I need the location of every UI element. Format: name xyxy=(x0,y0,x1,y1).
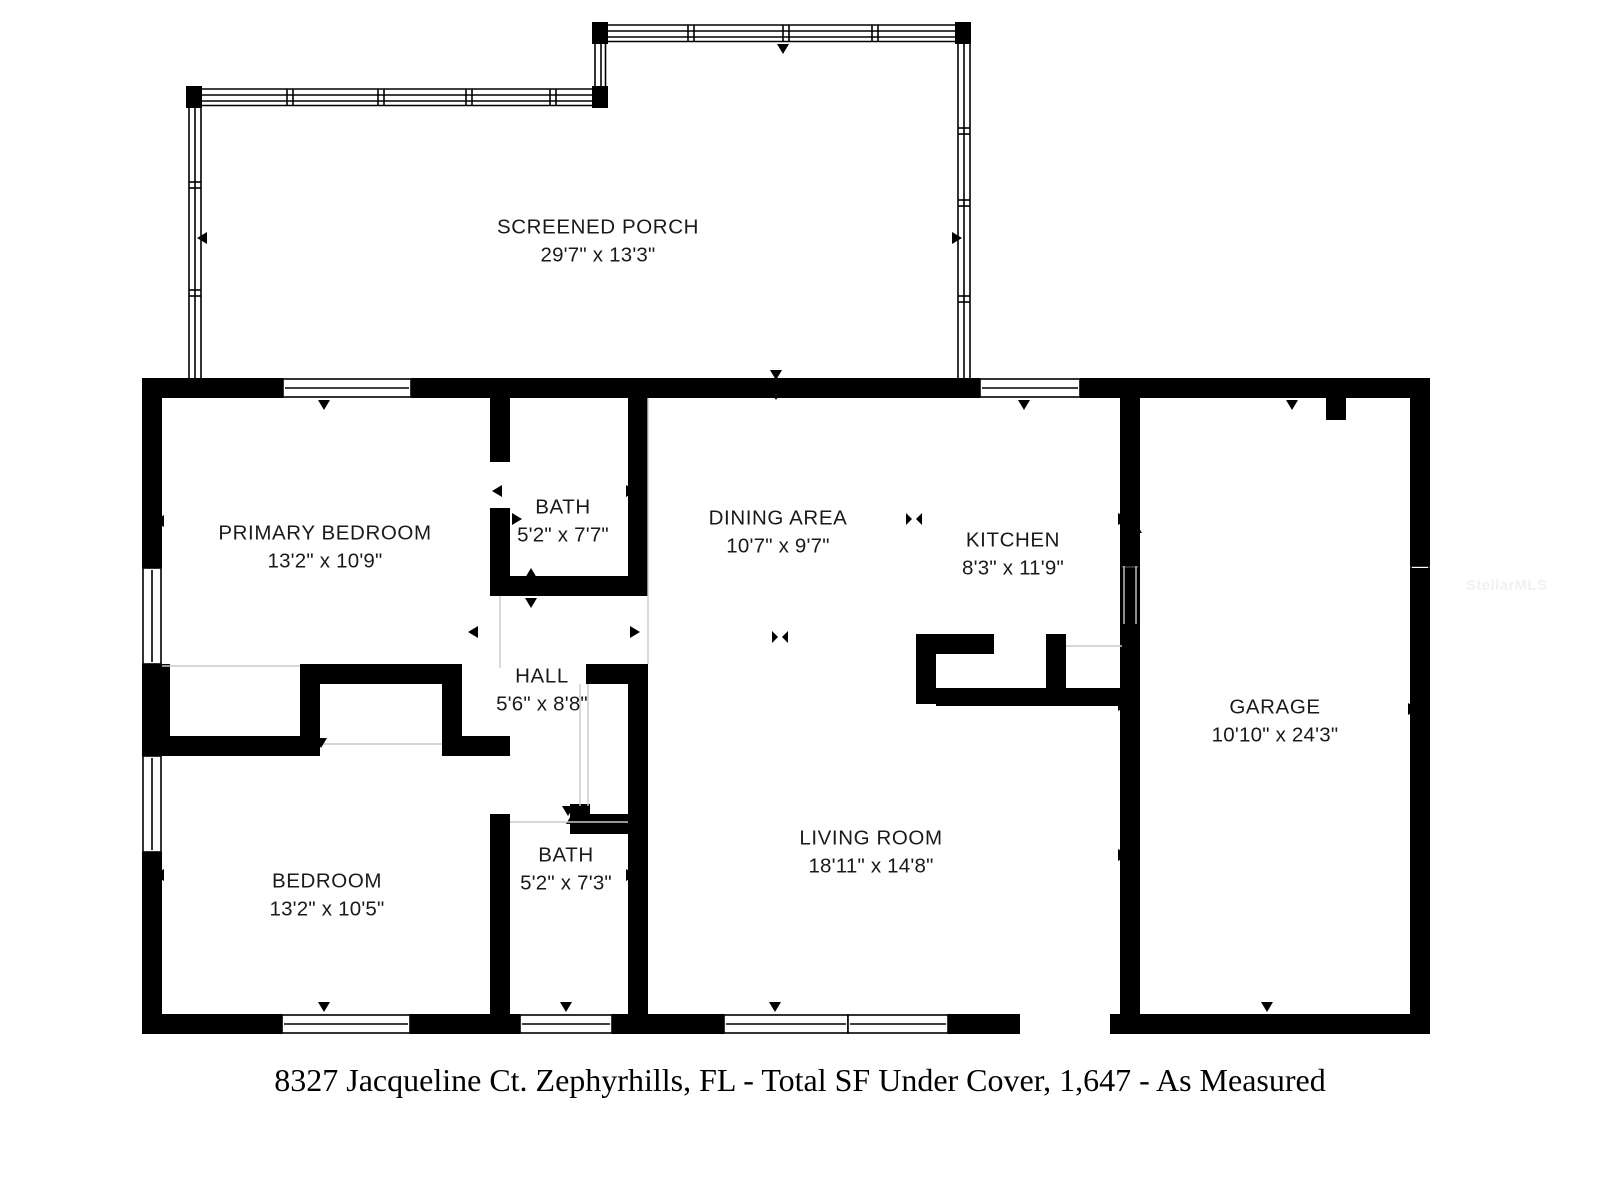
opening-symbol xyxy=(906,513,922,525)
exterior-walls xyxy=(142,378,1430,1034)
interior-walls xyxy=(162,370,1142,1034)
floor-plan-caption: 8327 Jacqueline Ct. Zephyrhills, FL - To… xyxy=(274,1062,1326,1098)
screened-porch-structure xyxy=(186,22,971,378)
stellar-mls-watermark: StellarMLS xyxy=(1466,577,1548,594)
opening-symbol-2 xyxy=(772,631,788,643)
